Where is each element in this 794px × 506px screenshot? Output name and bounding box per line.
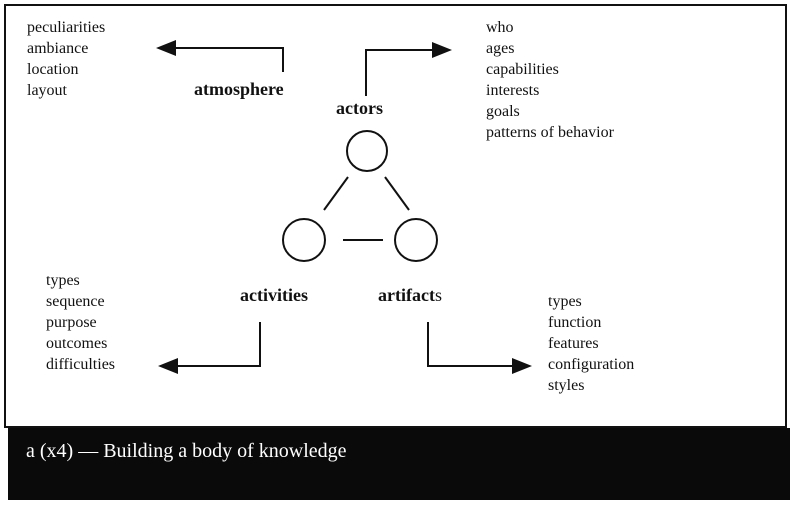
- list-item: who: [486, 19, 514, 36]
- actors-list: who ages capabilities interests goals pa…: [486, 17, 614, 143]
- activities-arrowhead: [158, 358, 178, 374]
- artifacts-arrow: [427, 322, 518, 367]
- list-item: types: [46, 272, 80, 289]
- atmosphere-arrow: [161, 43, 284, 72]
- list-item: ages: [486, 40, 515, 57]
- atmosphere-label: atmosphere: [194, 79, 284, 99]
- artifacts-list: types function features configuration st…: [548, 291, 634, 396]
- list-item: difficulties: [46, 356, 116, 373]
- actors-circle: [346, 130, 388, 172]
- list-item: capabilities: [486, 61, 559, 78]
- list-item: outcomes: [46, 335, 108, 352]
- figure-caption: a (x4) — Building a body of knowledge: [26, 440, 347, 462]
- artifacts-circle: [394, 218, 438, 262]
- list-item: peculiarities: [27, 19, 106, 36]
- artifacts-label-bold: artifact: [378, 285, 435, 305]
- list-item: configuration: [548, 356, 635, 373]
- list-item: sequence: [46, 293, 105, 310]
- activities-list: types sequence purpose outcomes difficul…: [46, 270, 115, 375]
- caption-bar: [8, 428, 790, 500]
- actors-arrow: [365, 49, 440, 96]
- actors-arrowhead: [432, 42, 452, 58]
- activities-circle: [282, 218, 326, 262]
- actors-label: actors: [336, 98, 383, 118]
- artifacts-arrowhead: [512, 358, 532, 374]
- activities-label: activities: [240, 285, 308, 305]
- activities-arrow: [172, 322, 261, 367]
- list-item: patterns of behavior: [486, 124, 614, 141]
- list-item: interests: [486, 82, 540, 99]
- atmosphere-list: peculiarities ambiance location layout: [27, 17, 105, 101]
- list-item: goals: [486, 103, 520, 120]
- list-item: types: [548, 293, 582, 310]
- list-item: features: [548, 335, 599, 352]
- list-item: function: [548, 314, 602, 331]
- list-item: ambiance: [27, 40, 89, 57]
- atmosphere-arrowhead: [156, 40, 176, 56]
- artifacts-label-suffix: s: [434, 285, 442, 305]
- list-item: layout: [27, 82, 67, 99]
- actors-activities-link: [323, 176, 349, 211]
- actors-artifacts-link: [384, 176, 410, 211]
- list-item: styles: [548, 377, 585, 394]
- diagram-frame: [4, 4, 787, 428]
- artifacts-label: artifacts: [378, 285, 442, 306]
- list-item: purpose: [46, 314, 97, 331]
- list-item: location: [27, 61, 79, 78]
